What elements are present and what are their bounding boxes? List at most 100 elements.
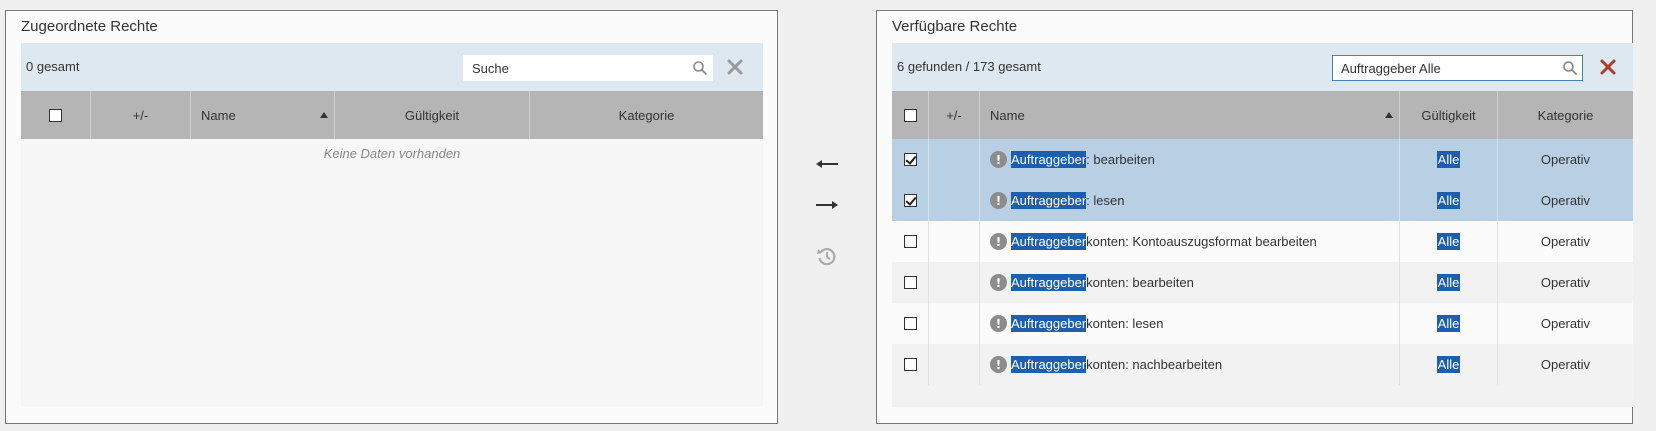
row-validity: Alle <box>1436 192 1461 209</box>
history-icon <box>817 248 836 266</box>
row-name-cell: ! Auftraggeber: bearbeiten <box>980 139 1400 180</box>
row-select-cell <box>892 262 929 303</box>
row-select-cell <box>892 180 929 221</box>
available-rights-title: Verfügbare Rechte <box>892 18 1018 35</box>
row-name-match: Auftraggeber <box>1011 151 1087 168</box>
row-checkbox[interactable] <box>903 235 917 248</box>
row-plusminus-cell <box>929 303 980 344</box>
row-name-rest: : bearbeiten <box>1086 152 1155 167</box>
row-checkbox[interactable] <box>903 317 917 330</box>
row-category: Operativ <box>1540 193 1591 208</box>
assigned-toolbar: 0 gesamt <box>21 43 763 91</box>
row-category: Operativ <box>1540 234 1591 249</box>
available-table-footer <box>892 385 1633 407</box>
arrow-right-icon <box>816 201 838 209</box>
row-validity-cell: Alle <box>1400 303 1498 344</box>
assigned-col-name-label: Name <box>201 107 236 123</box>
available-col-validity[interactable]: Gültigkeit <box>1400 91 1498 139</box>
available-search-input[interactable] <box>1333 56 1582 80</box>
row-validity: Alle <box>1436 315 1461 332</box>
row-name-match: Auftraggeber <box>1011 274 1087 291</box>
row-select-cell <box>892 139 929 180</box>
row-name-rest: konten: bearbeiten <box>1086 275 1194 290</box>
available-search-box <box>1332 55 1583 81</box>
warning-icon: ! <box>990 274 1007 291</box>
row-checkbox[interactable] <box>903 358 917 371</box>
assigned-table-header: +/- Name Gültigkeit Kategorie <box>21 91 763 139</box>
row-category: Operativ <box>1540 152 1591 167</box>
row-validity-cell: Alle <box>1400 262 1498 303</box>
row-select-cell <box>892 303 929 344</box>
row-validity: Alle <box>1436 233 1461 250</box>
warning-icon: ! <box>990 151 1007 168</box>
row-name-rest: : lesen <box>1086 193 1125 208</box>
row-name-match: Auftraggeber <box>1011 356 1087 373</box>
row-name-cell: ! Auftraggeber: lesen <box>980 180 1400 221</box>
row-validity: Alle <box>1436 274 1461 291</box>
warning-icon: ! <box>990 356 1007 373</box>
row-select-cell <box>892 344 929 385</box>
assigned-search-input[interactable] <box>464 56 712 80</box>
row-checkbox[interactable] <box>903 153 917 166</box>
row-plusminus-cell <box>929 262 980 303</box>
assigned-col-validity[interactable]: Gültigkeit <box>335 91 530 139</box>
table-row[interactable]: ! Auftraggeber: bearbeiten Alle Operativ <box>892 139 1633 180</box>
assigned-clear-search-button[interactable] <box>725 57 745 77</box>
warning-icon: ! <box>990 192 1007 209</box>
available-table-header: +/- Name Gültigkeit Kategorie <box>892 91 1633 139</box>
row-plusminus-cell <box>929 180 980 221</box>
row-name-match: Auftraggeber <box>1011 315 1087 332</box>
warning-icon: ! <box>990 233 1007 250</box>
assigned-col-name[interactable]: Name <box>191 91 335 139</box>
reset-button[interactable] <box>805 241 849 271</box>
available-col-plusminus[interactable]: +/- <box>929 91 980 139</box>
row-category: Operativ <box>1540 357 1591 372</box>
available-select-all-checkbox[interactable] <box>903 108 917 122</box>
empty-table-message: Keine Daten vorhanden <box>323 146 461 161</box>
available-table-body: ! Auftraggeber: bearbeiten Alle Operativ… <box>892 139 1633 385</box>
row-validity: Alle <box>1436 356 1461 373</box>
available-toolbar: 6 gefunden / 173 gesamt <box>892 43 1633 91</box>
assigned-count: 0 gesamt <box>26 59 80 74</box>
move-left-button[interactable] <box>805 149 849 179</box>
row-name-rest: konten: Kontoauszugsformat bearbeiten <box>1086 234 1317 249</box>
available-col-name[interactable]: Name <box>980 91 1400 139</box>
row-validity-cell: Alle <box>1400 180 1498 221</box>
assigned-rights-panel: Zugeordnete Rechte 0 gesamt +/- Name Gül… <box>5 10 778 424</box>
assigned-select-all-cell <box>21 91 91 139</box>
row-name-rest: konten: lesen <box>1086 316 1164 331</box>
warning-icon: ! <box>990 315 1007 332</box>
row-checkbox[interactable] <box>903 194 917 207</box>
row-name-match: Auftraggeber <box>1011 233 1087 250</box>
available-clear-search-button[interactable] <box>1598 57 1618 77</box>
sort-ascending-icon <box>1385 112 1393 118</box>
search-icon[interactable] <box>692 60 708 76</box>
assigned-select-all-checkbox[interactable] <box>49 108 62 122</box>
available-count: 6 gefunden / 173 gesamt <box>897 59 1041 74</box>
assigned-col-category[interactable]: Kategorie <box>618 107 675 123</box>
assigned-col-plusminus[interactable]: +/- <box>91 91 191 139</box>
table-row[interactable]: ! Auftraggeber: lesen Alle Operativ <box>892 180 1633 221</box>
move-right-button[interactable] <box>805 190 849 220</box>
available-col-category[interactable]: Kategorie <box>1537 107 1594 123</box>
row-plusminus-cell <box>929 221 980 262</box>
row-category: Operativ <box>1540 275 1591 290</box>
assigned-rights-title: Zugeordnete Rechte <box>21 18 158 35</box>
row-validity: Alle <box>1436 151 1461 168</box>
assigned-search-box <box>463 55 713 81</box>
available-col-name-label: Name <box>990 107 1025 123</box>
search-icon[interactable] <box>1562 60 1578 76</box>
row-validity-cell: Alle <box>1400 344 1498 385</box>
arrow-left-icon <box>816 160 838 168</box>
row-validity-cell: Alle <box>1400 221 1498 262</box>
row-name-rest: konten: nachbearbeiten <box>1086 357 1223 372</box>
row-checkbox[interactable] <box>903 276 917 289</box>
assigned-table-body <box>21 139 763 407</box>
available-rights-panel: Verfügbare Rechte 6 gefunden / 173 gesam… <box>876 10 1633 424</box>
